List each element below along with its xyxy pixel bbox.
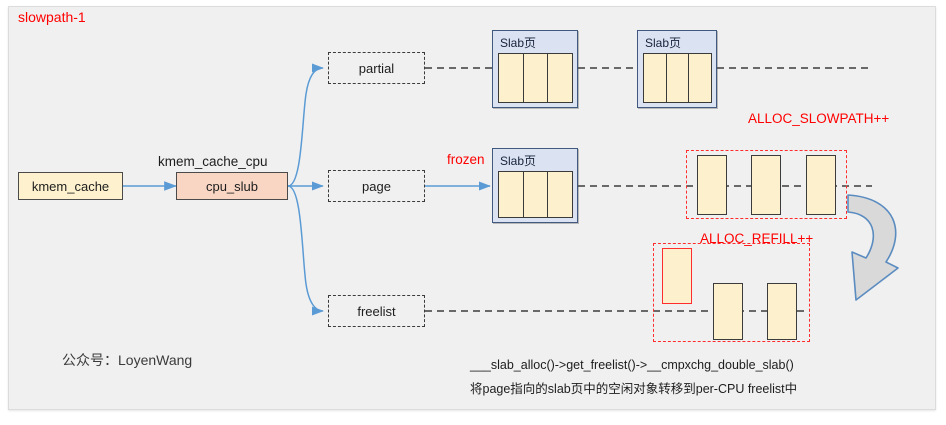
slab-object-cell (665, 53, 690, 103)
slab-object-cell (688, 53, 713, 103)
frozen-label: frozen (447, 152, 485, 167)
pointer-label-page: page (362, 178, 391, 194)
slab-object-cell (498, 171, 524, 218)
pointer-box-freelist[interactable]: freelist (328, 295, 425, 327)
refill-object-cell (767, 283, 797, 340)
slab-object-cell (547, 171, 574, 218)
footer-line-1: ___slab_alloc()->get_freelist()->__cmpxc… (470, 358, 794, 372)
watermark: 公众号：LoyenWang (62, 352, 193, 368)
slab-object-cell (547, 53, 574, 103)
diagram-plate (8, 6, 936, 410)
slowpath-object-cell (751, 155, 781, 215)
cpu-slub-label: cpu_slub (205, 178, 259, 194)
kmem-cache-box[interactable]: kmem_cache (18, 172, 123, 200)
alloc-slowpath-label: ALLOC_SLOWPATH++ (748, 111, 890, 126)
slab-page-1: Slab页 (492, 30, 578, 108)
slowpath-object-cell (697, 155, 727, 215)
slab-page-3: Slab页 (492, 148, 578, 223)
pointer-box-page[interactable]: page (328, 170, 425, 202)
slab-object-cell (643, 53, 667, 103)
alloc-refill-label: ALLOC_REFILL++ (700, 231, 814, 246)
slab-page-2-cells (643, 53, 713, 103)
footer-line-2: 将page指向的slab页中的空闲对象转移到per-CPU freelist中 (470, 382, 798, 396)
slab-page-2-title: Slab页 (645, 36, 682, 50)
alloc-slowpath-group (686, 150, 847, 219)
pointer-label-partial: partial (358, 60, 395, 76)
slab-object-cell (522, 53, 549, 103)
slab-page-1-cells (498, 53, 574, 103)
pointer-box-partial[interactable]: partial (328, 52, 425, 84)
cpu-slub-box[interactable]: cpu_slub (176, 172, 288, 200)
refill-object-cell-free (662, 248, 692, 304)
slab-page-1-title: Slab页 (500, 36, 537, 50)
slab-page-3-cells (498, 171, 574, 218)
slowpath-object-cell (806, 155, 836, 215)
slab-object-cell (522, 171, 549, 218)
slab-object-cell (498, 53, 524, 103)
alloc-refill-group (653, 243, 810, 342)
slab-page-3-title: Slab页 (500, 154, 537, 168)
kmem-cache-cpu-caption: kmem_cache_cpu (158, 154, 268, 169)
diagram-title: slowpath-1 (18, 9, 86, 25)
slab-page-2: Slab页 (637, 30, 717, 108)
kmem-cache-label: kmem_cache (31, 178, 110, 194)
pointer-label-freelist: freelist (357, 303, 396, 319)
refill-object-cell (713, 283, 743, 340)
